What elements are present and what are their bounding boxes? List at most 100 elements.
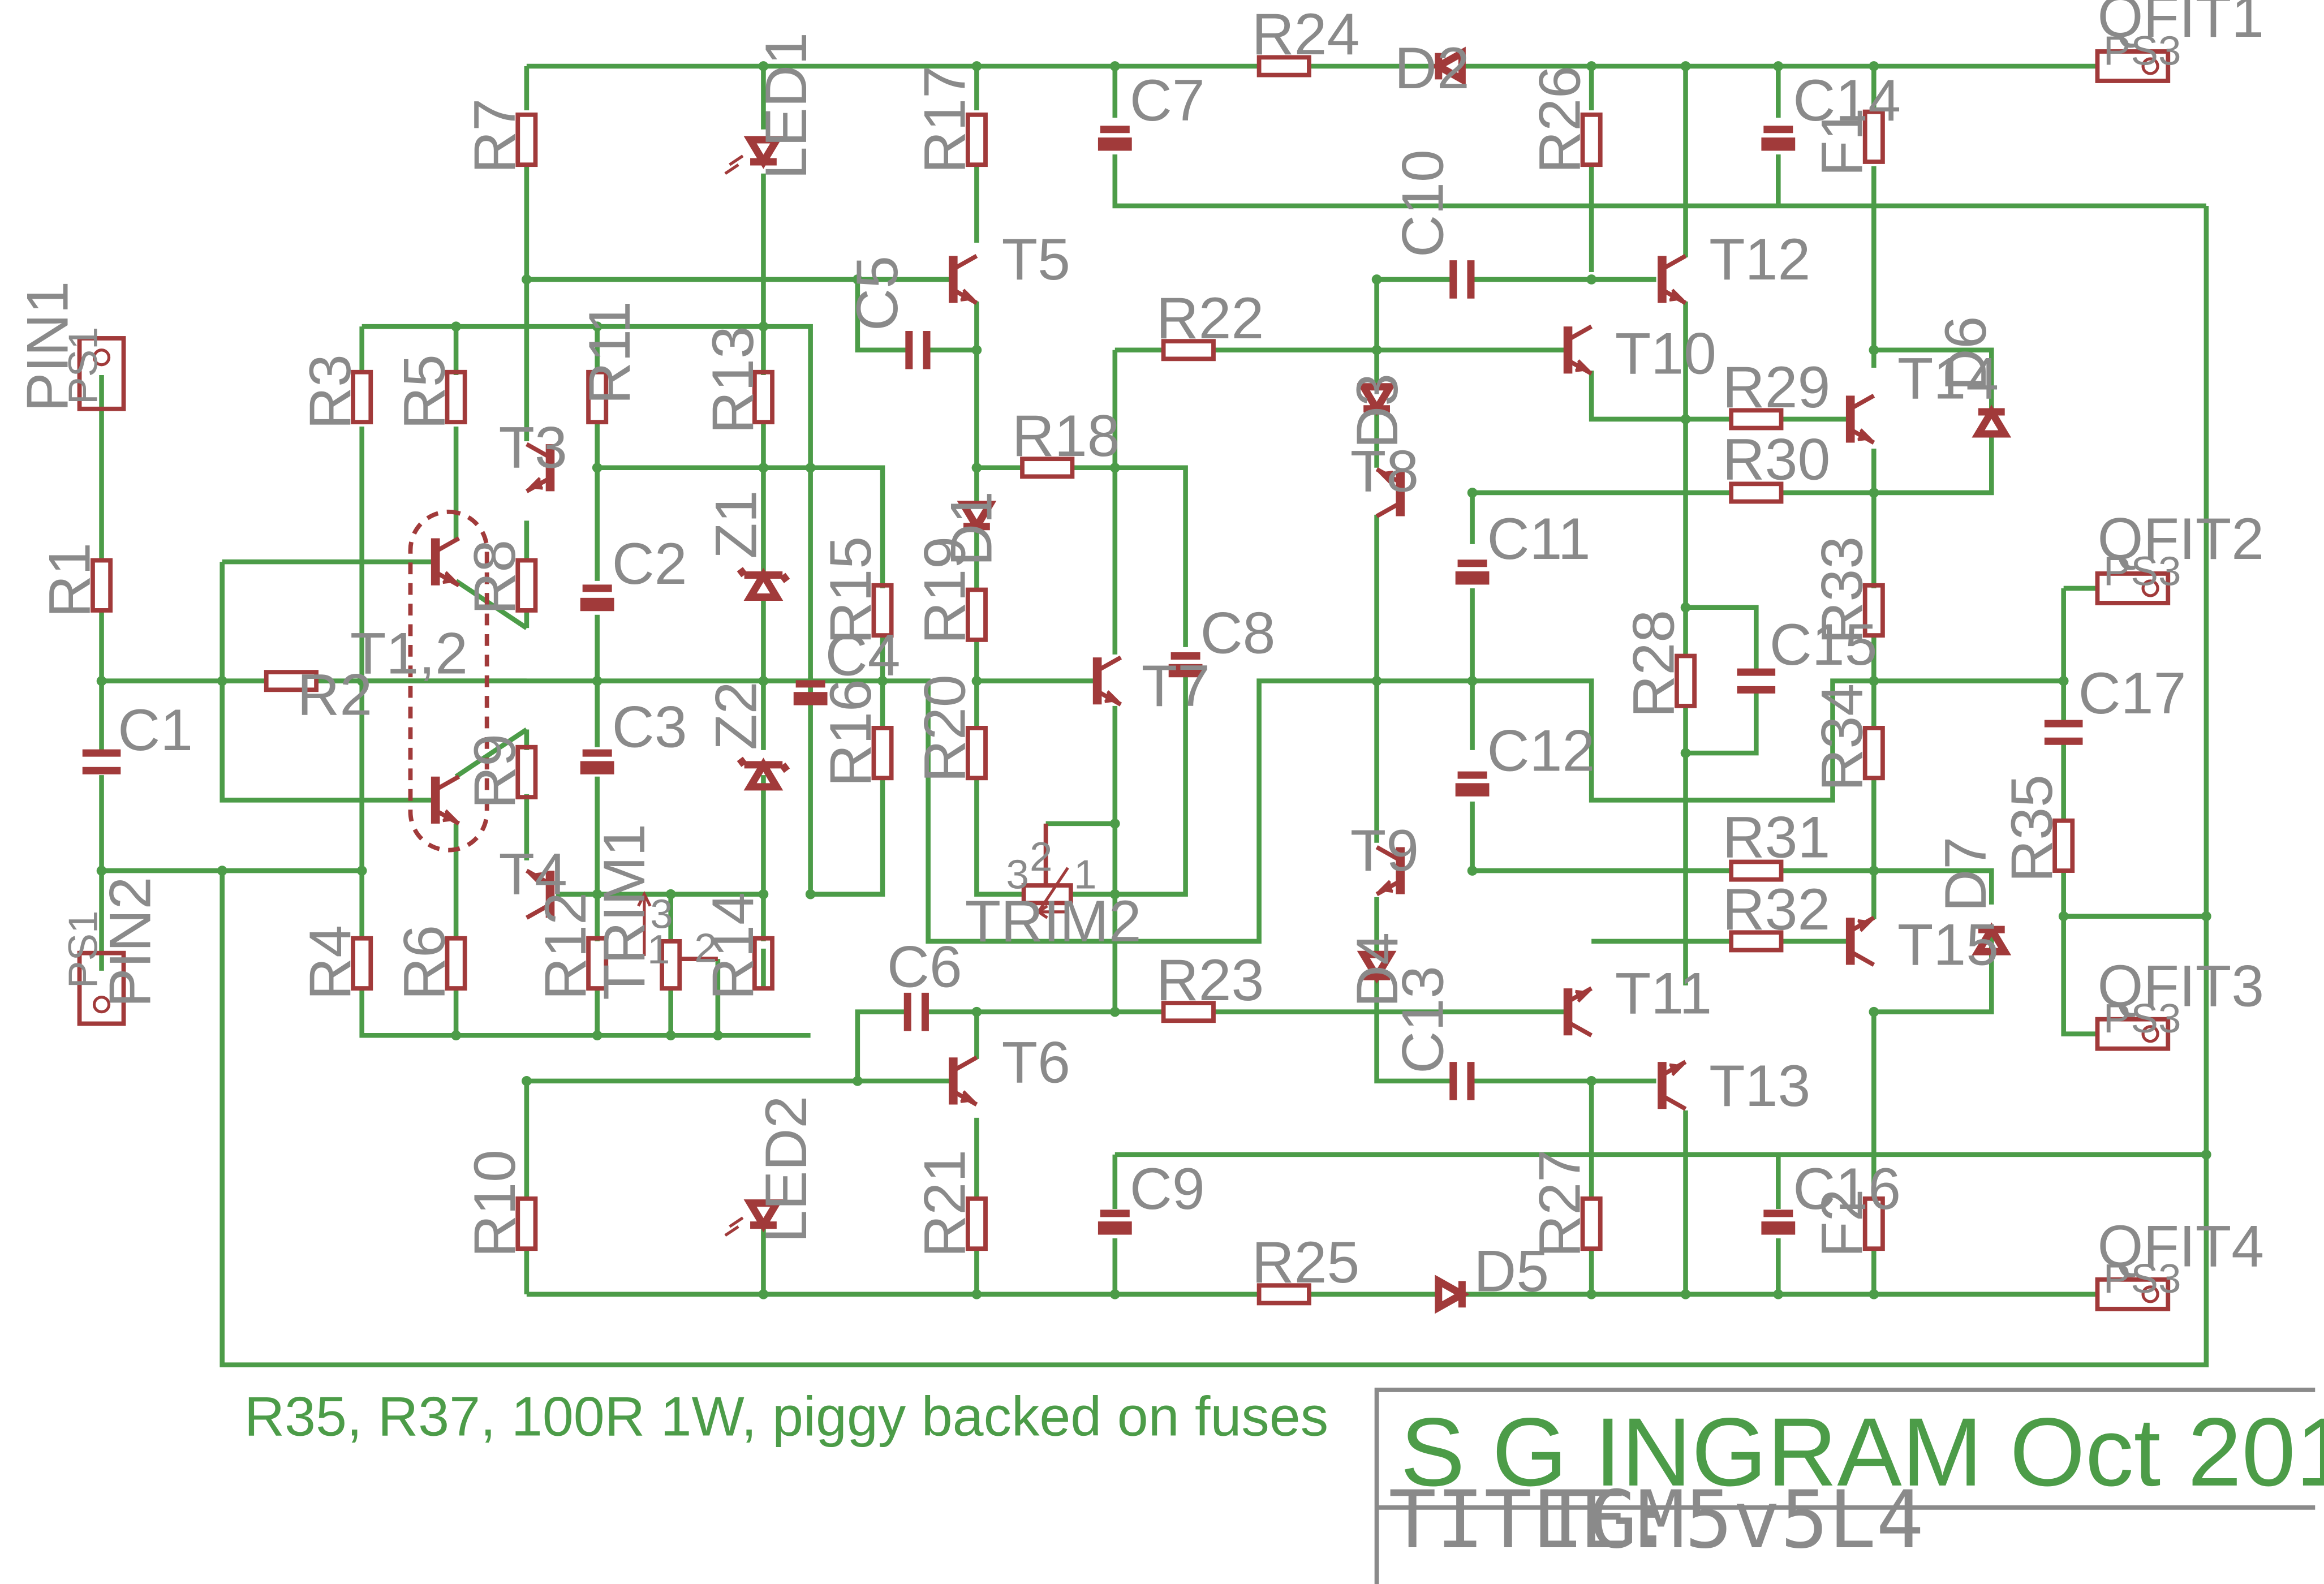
connectors	[77, 49, 2171, 1311]
connector-qfit3	[2095, 1017, 2171, 1051]
junction-dot	[971, 345, 982, 355]
resistor-r21	[965, 1196, 988, 1251]
label-qfit4-ps: PS3	[2103, 1256, 2181, 1302]
transistor-t9	[1375, 845, 1405, 897]
resistor-r10	[515, 1196, 538, 1251]
diodes	[724, 46, 2012, 1314]
junction-dot	[1586, 274, 1596, 285]
label-qfit3: QFIT3	[2097, 953, 2264, 1019]
label-qfit2-ps: PS3	[2103, 549, 2181, 595]
diode-d2	[1431, 46, 1466, 86]
junction-dot	[1109, 462, 1120, 473]
label-r29: R29	[1723, 355, 1831, 420]
junction-dot	[1109, 1006, 1120, 1017]
label-r11: R11	[577, 301, 643, 404]
resistor-r32	[1729, 930, 1784, 953]
transistor-t13	[1658, 1060, 1687, 1111]
junction-dot	[1680, 748, 1691, 758]
junction-dot	[522, 1076, 532, 1086]
label-pin1: PIN1	[15, 281, 81, 412]
resistor-r30	[1729, 481, 1784, 504]
label-r23: R23	[1156, 948, 1264, 1013]
junction-dot	[217, 866, 227, 876]
trimmer-trim1	[637, 890, 718, 991]
junction-dot	[1371, 675, 1382, 686]
junction-dot	[1371, 345, 1382, 355]
label-r20: R20	[913, 674, 978, 782]
label-c12: C12	[1487, 718, 1595, 784]
junction-dot	[1109, 1289, 1120, 1299]
label-c6: C6	[887, 934, 962, 1000]
label-t11: T11	[1615, 961, 1712, 1026]
junction-dot	[665, 889, 676, 899]
label-led2: LED2	[754, 1096, 819, 1243]
transistor-t5	[949, 253, 978, 305]
label-r30: R30	[1723, 427, 1831, 493]
capacitor-c6	[903, 992, 929, 1031]
label-qfit3-ps: PS3	[2103, 996, 2181, 1041]
label-qfit2: QFIT2	[2097, 506, 2264, 572]
zener-z1	[737, 567, 790, 601]
junction-dot	[805, 889, 816, 899]
label-r15: R15	[818, 536, 884, 644]
connector-qfit4	[2095, 1277, 2171, 1311]
label-t9: T9	[1350, 818, 1419, 884]
label-t7: T7	[1142, 653, 1210, 719]
capacitor-c3	[580, 749, 614, 774]
junction-dot	[1680, 602, 1691, 613]
junctions	[96, 61, 2211, 1299]
label-r6: R6	[391, 925, 457, 1000]
diode-d5	[1435, 1275, 1470, 1314]
label-c10: C10	[1391, 149, 1456, 257]
led-led2	[724, 1199, 784, 1237]
resistor-r23	[1161, 1001, 1216, 1023]
label-c9: C9	[1130, 1156, 1205, 1222]
author-date: S G INGRAM Oct 2011	[1400, 1398, 2324, 1506]
label-qfit1-ps: PS3	[2103, 28, 2181, 74]
label-r10: R10	[462, 1150, 528, 1258]
label-trim2-pin2: 2	[1030, 834, 1052, 880]
junction-dot	[758, 675, 769, 686]
resistor-r17	[965, 112, 988, 167]
label-trim1: TRIM1	[592, 824, 657, 1000]
resistor-r1	[91, 558, 113, 613]
label-t15: T15	[1897, 912, 1999, 978]
label-c13: C13	[1391, 966, 1456, 1074]
junction-dot	[1680, 1289, 1691, 1299]
connector-qfit1	[2095, 49, 2171, 83]
label-r1: R1	[37, 543, 103, 618]
label-qfit4: QFIT4	[2097, 1213, 2264, 1279]
label-r26: R26	[1527, 66, 1593, 174]
label-r14: R14	[700, 892, 766, 1000]
junction-dot	[2201, 911, 2211, 922]
resistor-r24	[1256, 55, 1311, 78]
junction-dot	[451, 1030, 461, 1041]
transistor-t7	[1092, 655, 1122, 707]
junction-dot	[1371, 274, 1382, 285]
capacitor-c14	[1761, 126, 1796, 151]
schematic-note: R35, R37, 100R 1W, piggy backed on fuses	[244, 1385, 1328, 1447]
label-r19: R19	[913, 536, 978, 644]
label-c15: C15	[1770, 612, 1878, 678]
label-r31: R31	[1723, 805, 1831, 871]
junction-dot	[1586, 1076, 1596, 1086]
label-pin2-ps: PS1	[61, 910, 106, 988]
junction-dot	[971, 1289, 982, 1299]
junction-dot	[1869, 1006, 1879, 1017]
junction-dot	[1109, 819, 1120, 829]
capacitor-c15	[1737, 668, 1776, 694]
junction-dot	[758, 321, 769, 332]
label-c1: C1	[118, 698, 193, 763]
junction-dot	[592, 889, 602, 899]
label-c11: C11	[1487, 506, 1591, 572]
connector-pin2	[77, 950, 126, 1026]
label-d3: D3	[1345, 373, 1410, 449]
label-c5: C5	[845, 256, 910, 331]
title-value: TGM5v5L4	[1542, 1474, 1924, 1566]
label-t8: T8	[1350, 438, 1419, 504]
transistor-t14	[1845, 393, 1875, 445]
label-trim1-pin3: 3	[650, 891, 673, 937]
resistor-r6	[445, 936, 467, 991]
junction-dot	[971, 61, 982, 71]
capacitor-c1	[82, 749, 121, 774]
